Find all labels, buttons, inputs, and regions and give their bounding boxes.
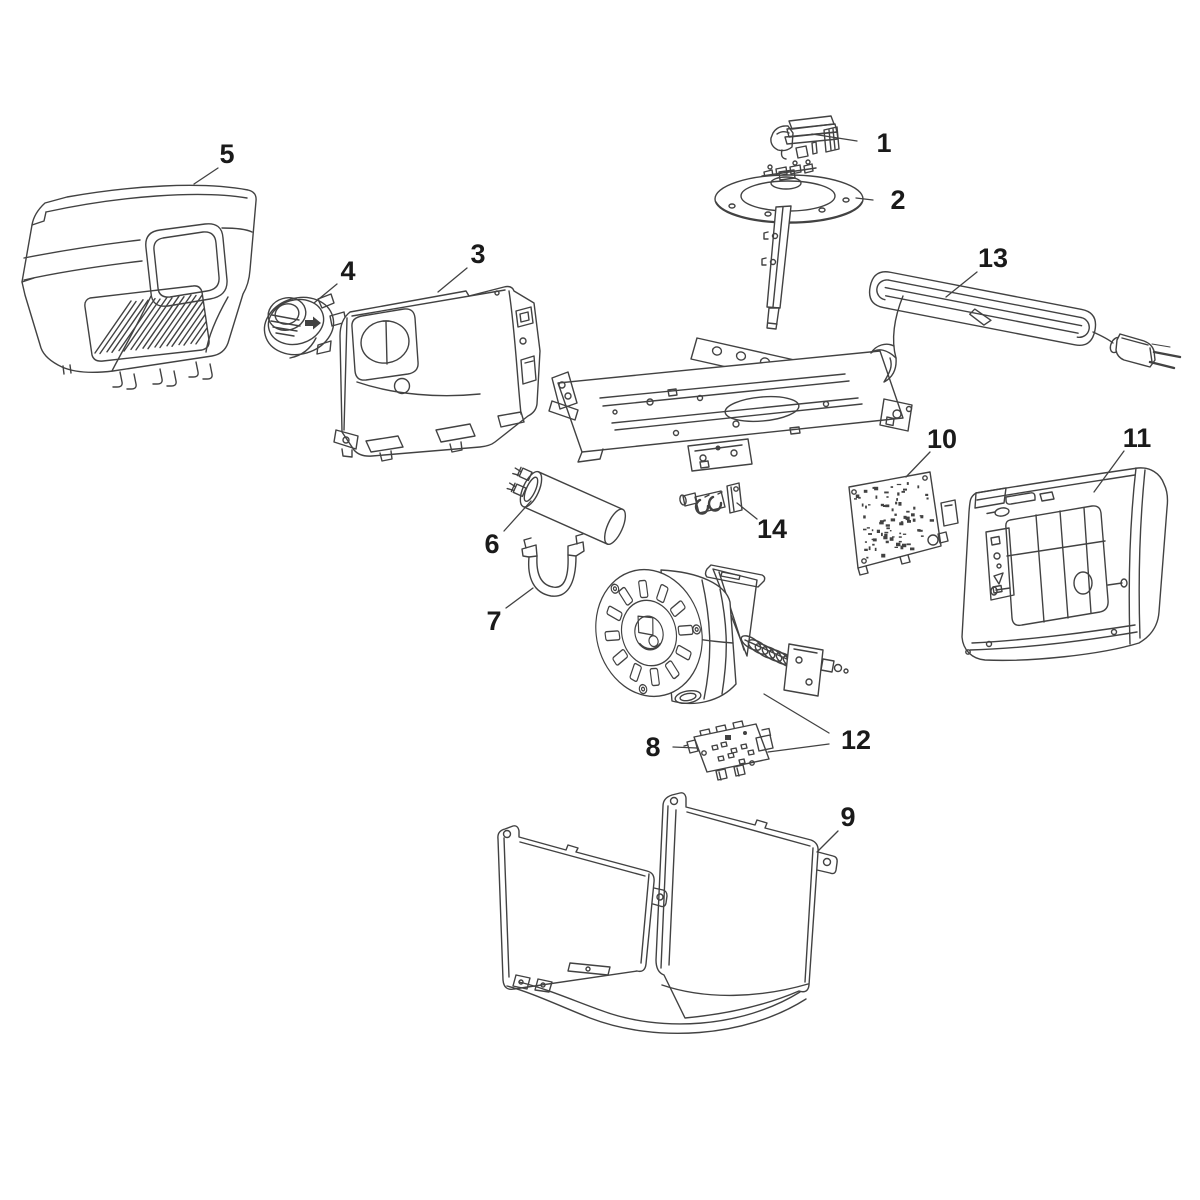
callout-8-label: 8 xyxy=(645,732,660,762)
part-8-terminal-block xyxy=(683,720,774,781)
part-14-interrupt-switch xyxy=(679,482,743,515)
orientation-arrow-icon xyxy=(305,316,321,330)
callout-10-label: 10 xyxy=(927,424,957,454)
part-7-capacitor-bracket xyxy=(521,533,585,597)
callout-7-leader xyxy=(505,587,534,609)
part-5-front-cover xyxy=(21,184,257,390)
callout-3-label: 3 xyxy=(470,239,485,269)
part-1-lamp-socket-bracket xyxy=(770,115,840,160)
callout-6-label: 6 xyxy=(484,529,499,559)
callout-14-leader xyxy=(736,502,758,520)
callout-4-leader xyxy=(313,283,338,304)
callout-1-leader xyxy=(811,133,858,142)
callout-14-label: 14 xyxy=(757,514,787,544)
callout-10-leader xyxy=(905,451,931,478)
callout-11-leader xyxy=(1093,450,1125,493)
callout-2-label: 2 xyxy=(890,185,905,215)
callout-12-leader xyxy=(767,743,830,753)
callout-2-leader xyxy=(855,197,874,201)
chassis-plate xyxy=(548,337,913,472)
part-3-end-panel-housing xyxy=(333,285,541,462)
part-11-rear-panel xyxy=(961,467,1169,662)
right-cover-panel xyxy=(655,792,838,1019)
callout-7-label: 7 xyxy=(486,606,501,636)
callout-1-label: 1 xyxy=(876,128,891,158)
part-6-capacitor xyxy=(506,466,627,546)
part-12-motor-assembly xyxy=(595,564,849,705)
callout-5-leader xyxy=(193,167,219,185)
callout-13-leader xyxy=(945,271,978,298)
callout-11-label: 11 xyxy=(1123,423,1152,453)
callout-13-label: 13 xyxy=(978,243,1008,273)
callout-6-leader xyxy=(503,500,532,532)
callout-9-leader xyxy=(816,830,839,853)
part-2-drive-flange-and-shaft xyxy=(714,159,864,330)
callout-5-label: 5 xyxy=(219,139,234,169)
part-9-cover-panels xyxy=(497,792,838,1034)
part-13-power-cord xyxy=(868,271,1182,383)
callout-12-label: 12 xyxy=(841,725,871,755)
part-4-light-socket xyxy=(263,293,347,359)
part-10-circuit-board xyxy=(848,471,959,576)
callout-4-label: 4 xyxy=(340,256,355,286)
callout-3-leader xyxy=(437,267,468,293)
cover-floor-flange xyxy=(506,981,807,1034)
callout-9-label: 9 xyxy=(840,802,855,832)
callout-12-leader xyxy=(763,693,830,734)
vent-grille xyxy=(84,285,210,362)
left-cover-panel xyxy=(497,825,668,993)
callout-8-leader xyxy=(672,746,698,749)
